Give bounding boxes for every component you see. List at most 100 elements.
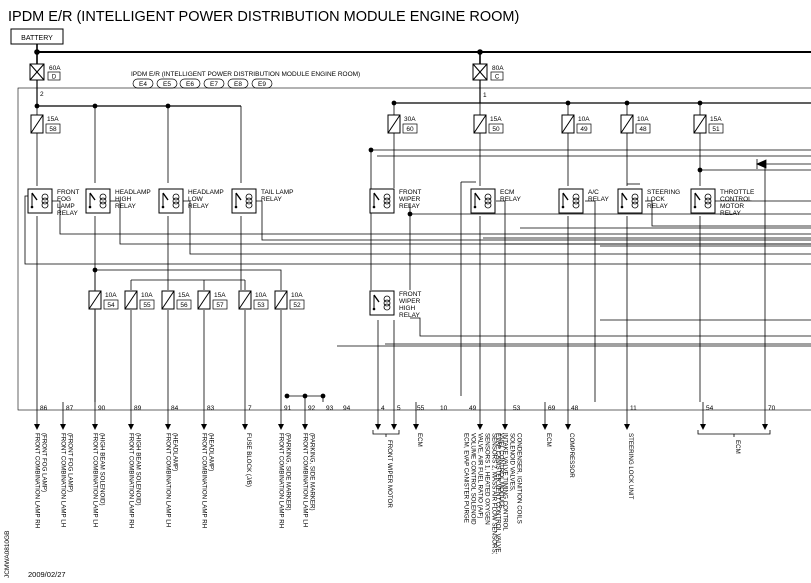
output-arrow xyxy=(391,402,397,430)
terminal-54: 54 xyxy=(706,405,714,412)
svg-text:VVEL CONTROL MODULE: VVEL CONTROL MODULE xyxy=(498,433,505,509)
output-front-combination-lamp-lh: FRONT COMBINATION LAMP LH(PARKING, SIDE … xyxy=(302,433,316,527)
svg-text:94: 94 xyxy=(343,405,351,412)
svg-text:10A: 10A xyxy=(578,116,590,123)
terminal-5: 5 xyxy=(397,405,401,412)
svg-text:60: 60 xyxy=(406,126,414,133)
terminal-4: 4 xyxy=(381,405,385,412)
junction-dot xyxy=(92,267,98,273)
terminal-7: 7 xyxy=(248,405,252,412)
svg-text:FRONT COMBINATION LAMP LH: FRONT COMBINATION LAMP LH xyxy=(302,433,309,527)
output-front-combination-lamp-rh: FRONT COMBINATION LAMP RH(FRONT FOG LAMP… xyxy=(34,433,48,528)
svg-text:51: 51 xyxy=(712,126,720,133)
junction-dot xyxy=(284,393,290,399)
svg-text:(PARKING, SIDE MARKER): (PARKING, SIDE MARKER) xyxy=(285,433,292,511)
svg-text:SOLENOID VALVES,: SOLENOID VALVES, xyxy=(509,433,516,492)
terminal-11: 11 xyxy=(630,405,637,412)
svg-text:RELAY: RELAY xyxy=(720,210,741,217)
output-steering-lock-unit: STEERING LOCK UNIT xyxy=(627,433,634,500)
svg-text:11: 11 xyxy=(630,405,637,412)
junction-dot xyxy=(407,211,413,217)
svg-text:FRONT: FRONT xyxy=(399,291,421,298)
svg-text:RELAY: RELAY xyxy=(588,196,609,203)
connector-e5: E5 xyxy=(156,78,178,89)
svg-text:FRONT COMBINATION LAMP RH: FRONT COMBINATION LAMP RH xyxy=(201,433,208,528)
svg-text:VALVE, AIR FUEL RATIO (A/F): VALVE, AIR FUEL RATIO (A/F) xyxy=(477,433,484,518)
output-arrow xyxy=(542,402,548,430)
svg-text:C: C xyxy=(495,75,500,81)
output-front-combination-lamp-lh: FRONT COMBINATION LAMP LH(HEADLAMP) xyxy=(165,433,179,527)
svg-text:ECM: ECM xyxy=(734,440,741,454)
junction-dot xyxy=(565,100,571,106)
junction-dot xyxy=(34,103,40,109)
svg-text:SENSORS 2, MASS AIR FLOW SENSO: SENSORS 2, MASS AIR FLOW SENSORS, xyxy=(491,433,498,555)
terminal-83: 83 xyxy=(207,405,215,412)
output-arrow xyxy=(624,402,630,430)
svg-text:LOW: LOW xyxy=(188,196,204,203)
svg-text:E4: E4 xyxy=(139,81,147,88)
svg-text:CONTROL: CONTROL xyxy=(720,196,752,203)
svg-text:54: 54 xyxy=(107,302,115,309)
output-arrow xyxy=(700,402,706,430)
terminal-90: 90 xyxy=(98,405,106,412)
svg-text:15A: 15A xyxy=(178,292,190,299)
junction-dot xyxy=(368,147,374,153)
output-arrow xyxy=(242,402,248,430)
svg-text:VOLUME CONTROL SOLENOID: VOLUME CONTROL SOLENOID xyxy=(470,433,477,525)
page-title: IPDM E/R (INTELLIGENT POWER DISTRIBUTION… xyxy=(8,9,519,25)
svg-text:RELAY: RELAY xyxy=(399,203,420,210)
svg-text:FRONT: FRONT xyxy=(57,189,79,196)
svg-text:ECM: ECM xyxy=(545,433,552,447)
svg-text:10A: 10A xyxy=(141,292,153,299)
svg-text:92: 92 xyxy=(308,405,316,412)
terminal-87: 87 xyxy=(66,405,74,412)
svg-text:69: 69 xyxy=(548,405,556,412)
svg-text:80A: 80A xyxy=(492,65,504,72)
svg-text:SENSORS 1, HEATED OXYGEN: SENSORS 1, HEATED OXYGEN xyxy=(484,433,491,525)
terminal-49: 49 xyxy=(469,405,477,412)
output-front-combination-lamp-rh: FRONT COMBINATION LAMP RH(HIGH BEAM SOLE… xyxy=(128,433,142,528)
svg-text:50: 50 xyxy=(492,126,500,133)
svg-text:48: 48 xyxy=(639,126,647,133)
figure-code: JCMWA0810GB xyxy=(4,531,11,578)
svg-text:60A: 60A xyxy=(49,65,61,72)
terminal-92: 92 xyxy=(308,405,316,412)
svg-text:83: 83 xyxy=(207,405,215,412)
connector-e9: E9 xyxy=(251,78,273,89)
svg-text:(HEADLAMP): (HEADLAMP) xyxy=(208,433,215,471)
output-arrow xyxy=(165,402,171,430)
svg-text:FUSE BLOCK (J/B): FUSE BLOCK (J/B) xyxy=(245,433,252,487)
svg-text:(HIGH BEAM SOLENOID): (HIGH BEAM SOLENOID) xyxy=(135,433,142,506)
svg-text:RELAY: RELAY xyxy=(57,210,78,217)
svg-text:(PARKING, SIDE MARKER): (PARKING, SIDE MARKER) xyxy=(309,433,316,511)
svg-text:E8: E8 xyxy=(234,81,242,88)
svg-text:55: 55 xyxy=(143,302,151,309)
brace xyxy=(697,430,771,437)
svg-text:93: 93 xyxy=(326,405,334,412)
terminal-93: 93 xyxy=(326,405,334,412)
connector-e7: E7 xyxy=(203,78,225,89)
output-arrow xyxy=(278,402,284,430)
terminal-10: 10 xyxy=(440,405,448,412)
output-front-combination-lamp-rh: FRONT COMBINATION LAMP RH(HEADLAMP) xyxy=(201,433,215,528)
svg-text:48: 48 xyxy=(571,405,579,412)
svg-text:E9: E9 xyxy=(258,81,266,88)
junction-dot xyxy=(697,100,703,106)
svg-text:(FRONT FOG LAMP): (FRONT FOG LAMP) xyxy=(67,433,74,492)
svg-text:10A: 10A xyxy=(255,292,267,299)
bus-number: 1 xyxy=(483,92,487,99)
svg-text:10A: 10A xyxy=(637,116,649,123)
terminal-84: 84 xyxy=(171,405,179,412)
